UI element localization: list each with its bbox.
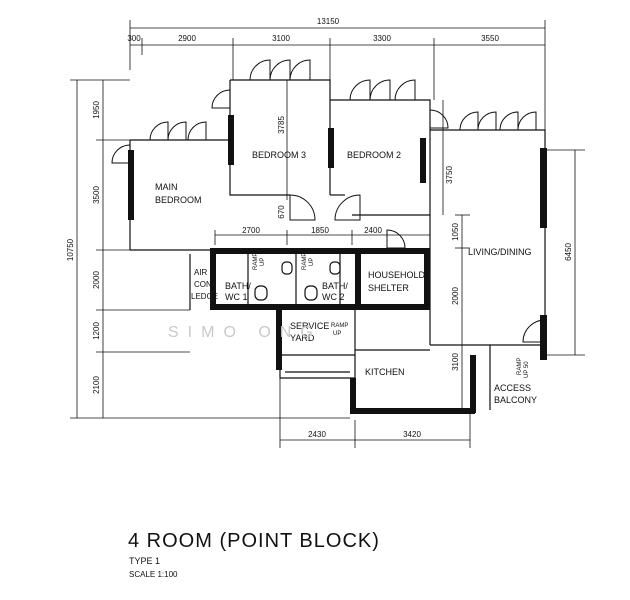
label-aircon-line2: CON [194,280,212,289]
dim-bedroom3-depth: 3785 [277,116,286,134]
dim-bottom-1: 2430 [308,430,326,439]
label-bath2-line1: BATH/ [322,281,348,291]
label-bath1-line1: BATH/ [225,281,251,291]
label-shelter-line1: HOUSEHOLD [368,270,426,280]
label-bath2-line2: WC 2 [322,292,345,302]
dim-door-670: 670 [277,205,286,219]
ramp-label-1: RAMP [253,253,259,270]
label-living-dining: LIVING/DINING [468,247,532,257]
label-aircon-line3: LEDGE [191,292,218,301]
ramp-up-2: UP [309,258,315,266]
plan-scale: SCALE 1:100 [129,570,178,579]
dim-mid-3: 2400 [364,226,382,235]
bath-partitions [189,254,341,310]
ramp-labels: RAMP UP RAMP UP RAMP UP RAMP UP 50 [253,253,530,378]
dim-bottom-2: 3420 [403,430,421,439]
dim-left-4: 1200 [92,322,101,340]
room-labels: BEDROOM 3 BEDROOM 2 MAIN BEDROOM LIVING/… [155,150,537,405]
dim-mid-4: 1050 [451,223,460,241]
dim-mid-5: 2000 [451,287,460,305]
label-bedroom-3: BEDROOM 3 [252,150,306,160]
label-bedroom-2: BEDROOM 2 [347,150,401,160]
dimension-labels: 13150 300 2900 3100 3300 3550 10750 1950… [66,17,573,439]
dim-top-1: 300 [127,34,141,43]
window-symbols [111,59,546,343]
label-aircon-line1: AIR [194,268,208,277]
label-access-line1: ACCESS [494,383,531,393]
label-service-line2: YARD [290,333,315,343]
dim-left-3: 2000 [92,271,101,289]
dim-top-3: 3100 [272,34,290,43]
dim-kitchen-3100: 3100 [451,353,460,371]
dim-right-6450: 6450 [564,243,573,261]
label-bath1-line2: WC 1 [225,292,248,302]
dim-bedroom2-depth: 3750 [445,166,454,184]
label-kitchen: KITCHEN [365,367,405,377]
ramp-label-4: RAMP [517,358,523,375]
ramp-up-50: UP 50 [524,361,530,378]
dim-left-total: 10750 [66,238,75,261]
dim-mid-1: 2700 [242,226,260,235]
dim-total-width: 13150 [317,17,340,26]
label-service-line1: SERVICE [290,321,329,331]
watermark-text: SIMO ONG [168,324,322,341]
dim-left-2: 3500 [92,186,101,204]
dim-mid-2: 1850 [311,226,329,235]
ramp-label-2: RAMP [302,253,308,270]
plan-type: TYPE 1 [129,556,161,566]
dim-top-4: 3300 [373,34,391,43]
dim-top-2: 2900 [178,34,196,43]
label-shelter-line2: SHELTER [368,283,409,293]
label-main-bedroom-line2: BEDROOM [155,195,202,205]
label-main-bedroom-line1: MAIN [155,182,178,192]
ramp-up-1: UP [260,258,266,266]
dim-left-1: 1950 [92,101,101,119]
label-access-line2: BALCONY [494,395,537,405]
dim-top-5: 3550 [481,34,499,43]
ramp-label-3: RAMP [331,323,348,329]
plan-title: 4 ROOM (POINT BLOCK) [128,530,380,552]
thick-walls [128,115,547,414]
dim-left-5: 2100 [92,376,101,394]
ramp-up-3: UP [333,331,341,337]
